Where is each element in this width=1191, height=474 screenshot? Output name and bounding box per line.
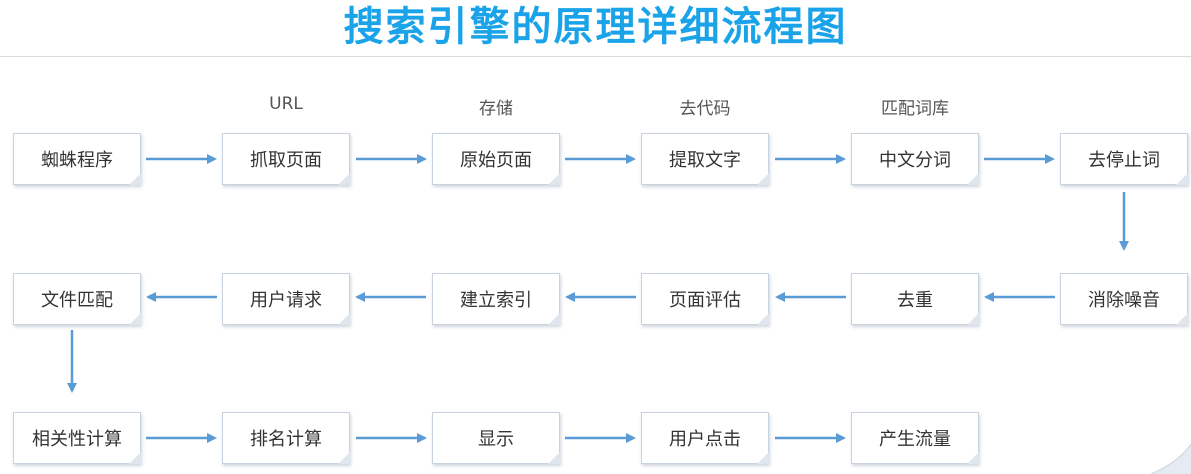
node-label: 产生流量 — [879, 429, 951, 450]
node-label: 提取文字 — [669, 150, 741, 171]
node-fetch-page: 抓取页面 — [222, 133, 350, 185]
node-label: 排名计算 — [250, 429, 322, 450]
node-file-matching: 文件匹配 — [13, 273, 141, 325]
node-extract-text: 提取文字 — [641, 133, 769, 185]
node-remove-stopwords: 去停止词 — [1060, 133, 1188, 185]
page-title: 搜索引擎的原理详细流程图 — [343, 4, 848, 50]
node-label: 去重 — [897, 290, 933, 311]
node-label: 页面评估 — [669, 290, 741, 311]
node-generate-traffic: 产生流量 — [851, 412, 979, 464]
node-page-evaluation: 页面评估 — [641, 273, 769, 325]
edge-label-url: URL — [269, 94, 303, 114]
node-chinese-segmentation: 中文分词 — [851, 133, 979, 185]
node-label: 显示 — [478, 429, 514, 450]
page-curl-decoration — [1151, 444, 1191, 474]
title-divider — [0, 56, 1191, 57]
node-label: 中文分词 — [879, 150, 951, 171]
node-display: 显示 — [432, 412, 560, 464]
node-remove-noise: 消除噪音 — [1060, 273, 1188, 325]
node-ranking-calc: 排名计算 — [222, 412, 350, 464]
edge-label-dictionary: 匹配词库 — [881, 99, 949, 119]
edge-label-decode: 去代码 — [679, 99, 731, 119]
node-label: 用户请求 — [250, 290, 322, 311]
node-user-click: 用户点击 — [641, 412, 769, 464]
node-label: 相关性计算 — [32, 429, 122, 450]
node-label: 用户点击 — [669, 429, 741, 450]
node-label: 蜘蛛程序 — [41, 150, 113, 171]
node-user-request: 用户请求 — [222, 273, 350, 325]
node-label: 抓取页面 — [250, 150, 322, 171]
node-raw-page: 原始页面 — [432, 133, 560, 185]
node-deduplicate: 去重 — [851, 273, 979, 325]
node-relevance-calc: 相关性计算 — [13, 412, 141, 464]
node-label: 建立索引 — [460, 290, 532, 311]
node-label: 原始页面 — [460, 150, 532, 171]
node-build-index: 建立索引 — [432, 273, 560, 325]
node-label: 去停止词 — [1088, 150, 1160, 171]
edge-label-storage: 存储 — [479, 99, 513, 119]
node-spider-program: 蜘蛛程序 — [13, 133, 141, 185]
node-label: 文件匹配 — [41, 290, 113, 311]
node-label: 消除噪音 — [1088, 290, 1160, 311]
